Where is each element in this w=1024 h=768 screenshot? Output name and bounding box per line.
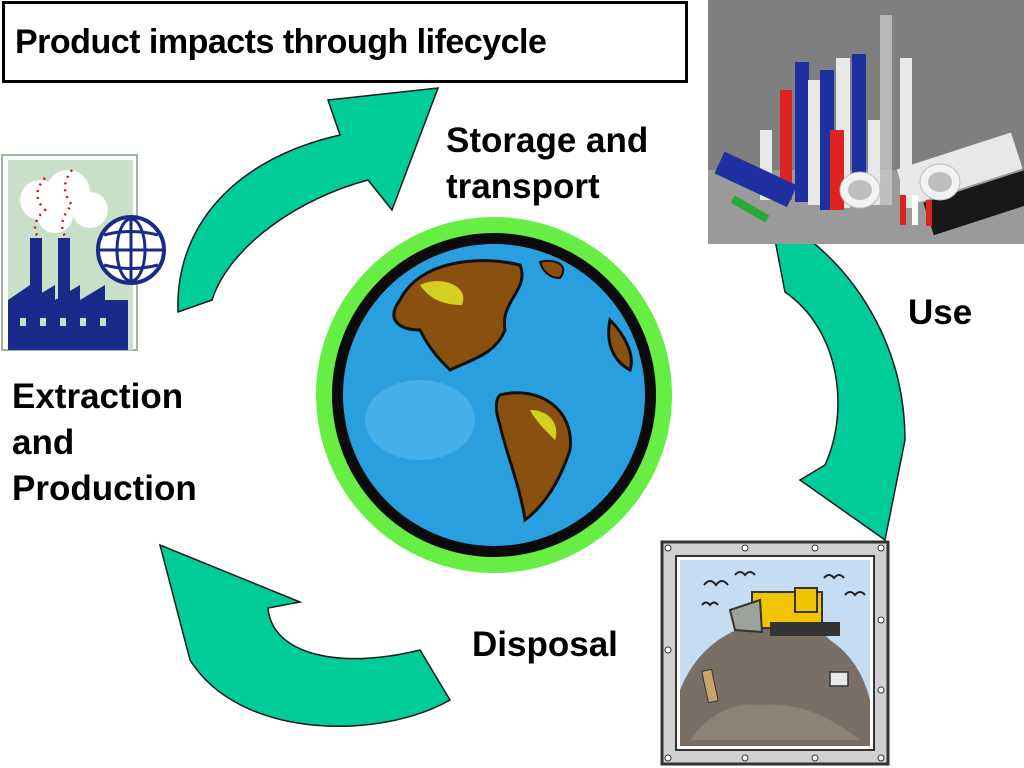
arrow-disposal-to-extraction xyxy=(158,543,452,727)
stage-label-use: Use xyxy=(908,293,973,332)
stage-label-storage: Storage and transport xyxy=(446,121,649,206)
stage-label-disposal: Disposal xyxy=(472,625,618,664)
arrow-use-to-disposal xyxy=(774,239,906,542)
diagram-title: Product impacts through lifecycle xyxy=(2,1,688,83)
arrow-extraction-to-storage xyxy=(177,87,440,314)
stage-label-extraction: Extraction and Production xyxy=(12,377,197,508)
